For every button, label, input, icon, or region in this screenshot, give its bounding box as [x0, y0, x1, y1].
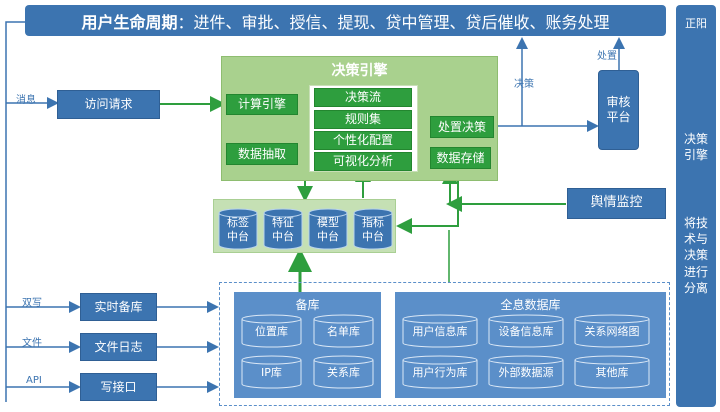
relation-db-label: 关系库 — [327, 366, 360, 380]
lifecycle-title-rest: ：进件、审批、授信、提现、贷中管理、贷后催收、账务处理 — [177, 12, 610, 32]
tag-platform-db-label: 标签 中台 — [227, 216, 249, 243]
location-db-label: 位置库 — [255, 325, 288, 339]
right-panel-mid: 决策 引擎 — [683, 132, 708, 163]
write-api-box[interactable]: 写接口 — [80, 373, 157, 401]
ip-db-label: IP库 — [261, 366, 282, 380]
compute-engine-box[interactable]: 计算引擎 — [226, 94, 298, 115]
engine-item-rule-set[interactable]: 规则集 — [314, 110, 412, 129]
decision-label: 决策 — [514, 79, 534, 90]
lifecycle-title-bold: 用户生命周期 — [81, 12, 178, 32]
engine-item-visual-analysis[interactable]: 可视化分析 — [314, 152, 412, 171]
metric-platform-db-label: 指标 中台 — [362, 216, 384, 243]
lifecycle-header: 用户生命周期 ：进件、审批、授信、提现、贷中管理、贷后催收、账务处理 — [25, 5, 666, 36]
dual-write-label: 双写 — [22, 298, 42, 309]
device-info-db-label: 设备信息库 — [498, 325, 554, 339]
realtime-backup-box[interactable]: 实时备库 — [80, 293, 157, 321]
user-info-db[interactable]: 用户信息库 — [402, 314, 478, 348]
review-platform-box[interactable]: 审核 平台 — [598, 70, 639, 150]
other-db[interactable]: 其他库 — [574, 355, 650, 389]
sentiment-monitor-box[interactable]: 舆情监控 — [567, 188, 666, 219]
list-db-label: 名单库 — [327, 325, 360, 339]
user-behavior-db-label: 用户行为库 — [412, 366, 468, 380]
external-data-db-label: 外部数据源 — [498, 366, 554, 380]
right-panel: 正阳 决策 引擎 将技 术与 决策 进行 分离 — [676, 5, 716, 407]
right-panel-top: 正阳 — [685, 17, 707, 30]
model-platform-db[interactable]: 模型 中台 — [308, 208, 348, 250]
list-db[interactable]: 名单库 — [313, 314, 374, 348]
user-behavior-db[interactable]: 用户行为库 — [402, 355, 478, 389]
external-data-db[interactable]: 外部数据源 — [488, 355, 564, 389]
ip-db[interactable]: IP库 — [241, 355, 302, 389]
message-label: 消息 — [16, 95, 36, 106]
relation-graph-db[interactable]: 关系网络图 — [574, 314, 650, 348]
dispose-label: 处置 — [597, 51, 617, 62]
engine-item-personal-config[interactable]: 个性化配置 — [314, 131, 412, 150]
model-platform-db-label: 模型 中台 — [317, 216, 339, 243]
user-info-db-label: 用户信息库 — [412, 325, 468, 339]
location-db[interactable]: 位置库 — [241, 314, 302, 348]
feature-platform-db-label: 特征 中台 — [272, 216, 294, 243]
relation-graph-db-label: 关系网络图 — [584, 325, 640, 339]
dispose-decision-box[interactable]: 处置决策 — [430, 116, 494, 138]
decision-engine-title: 决策引擎 — [331, 63, 388, 79]
feature-platform-db[interactable]: 特征 中台 — [263, 208, 303, 250]
data-storage-box[interactable]: 数据存储 — [430, 147, 491, 169]
other-db-label: 其他库 — [595, 366, 629, 380]
metric-platform-db[interactable]: 指标 中台 — [353, 208, 393, 250]
file-log-box[interactable]: 文件日志 — [80, 333, 157, 361]
full-data-title: 全息数据库 — [500, 298, 561, 312]
access-request-box[interactable]: 访问请求 — [57, 90, 160, 119]
engine-item-decision-flow[interactable]: 决策流 — [314, 88, 412, 107]
backup-db-title: 备库 — [295, 298, 320, 312]
tag-platform-db[interactable]: 标签 中台 — [218, 208, 258, 250]
file-label: 文件 — [22, 338, 42, 349]
relation-db[interactable]: 关系库 — [313, 355, 374, 389]
device-info-db[interactable]: 设备信息库 — [488, 314, 564, 348]
right-panel-bottom: 将技 术与 决策 进行 分离 — [683, 216, 708, 295]
api-label: API — [26, 375, 42, 386]
data-layer-region — [219, 282, 670, 406]
data-extract-box[interactable]: 数据抽取 — [226, 143, 298, 165]
